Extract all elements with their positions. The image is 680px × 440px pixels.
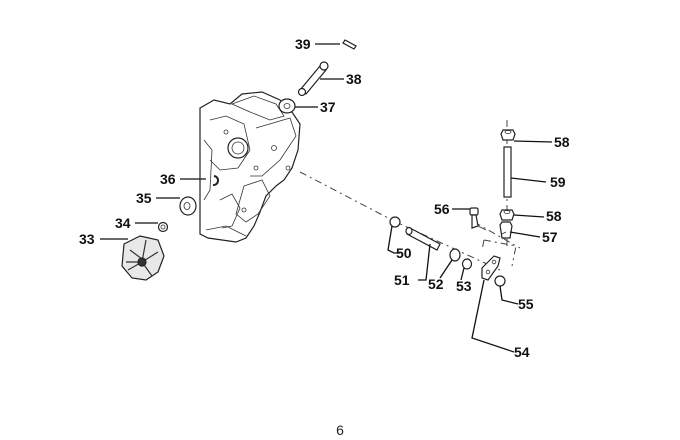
- part-38-shaft: 38: [297, 61, 362, 97]
- part-39-pin: 39: [295, 36, 357, 52]
- part-55-nut: 55: [494, 275, 534, 312]
- callout-50: 50: [396, 245, 412, 261]
- callout-38: 38: [346, 71, 362, 87]
- engine-housing: [199, 91, 301, 243]
- part-37-seal: 37: [278, 98, 336, 115]
- page-number: 6: [336, 422, 344, 438]
- part-54-arm: 54: [471, 255, 530, 360]
- callout-55: 55: [518, 296, 534, 312]
- part-33-impeller: 33: [79, 231, 165, 281]
- assembly-axis-line-link: [473, 221, 521, 249]
- callout-52: 52: [428, 276, 444, 292]
- callout-37: 37: [320, 99, 336, 115]
- part-36-circlip: 36: [160, 171, 220, 187]
- part-52-bushing: 52: [428, 248, 461, 292]
- callout-54: 54: [514, 344, 530, 360]
- callout-33: 33: [79, 231, 95, 247]
- part-34-nut: 34: [115, 215, 169, 233]
- part-58-nut-lower: 58: [499, 208, 562, 224]
- callout-53: 53: [456, 278, 472, 294]
- callout-51: 51: [394, 272, 410, 288]
- part-51-shaft: 51: [394, 226, 441, 288]
- part-58-nut-top: 58: [500, 129, 570, 150]
- callout-39: 39: [295, 36, 311, 52]
- callout-59: 59: [550, 174, 566, 190]
- callout-34: 34: [115, 215, 131, 231]
- part-50-bushing: 50: [387, 216, 412, 261]
- part-53-washer: 53: [456, 258, 473, 294]
- callout-58-top: 58: [554, 134, 570, 150]
- callout-57: 57: [542, 229, 558, 245]
- part-35-bearing: 35: [136, 190, 197, 216]
- part-59-rod: 59: [503, 146, 566, 198]
- callout-36: 36: [160, 171, 176, 187]
- part-57-bracket: 57: [499, 221, 558, 245]
- part-56-lever: 56: [434, 201, 487, 231]
- callout-58-lower: 58: [546, 208, 562, 224]
- callout-56: 56: [434, 201, 450, 217]
- bracket-frame: [481, 239, 517, 267]
- callout-35: 35: [136, 190, 152, 206]
